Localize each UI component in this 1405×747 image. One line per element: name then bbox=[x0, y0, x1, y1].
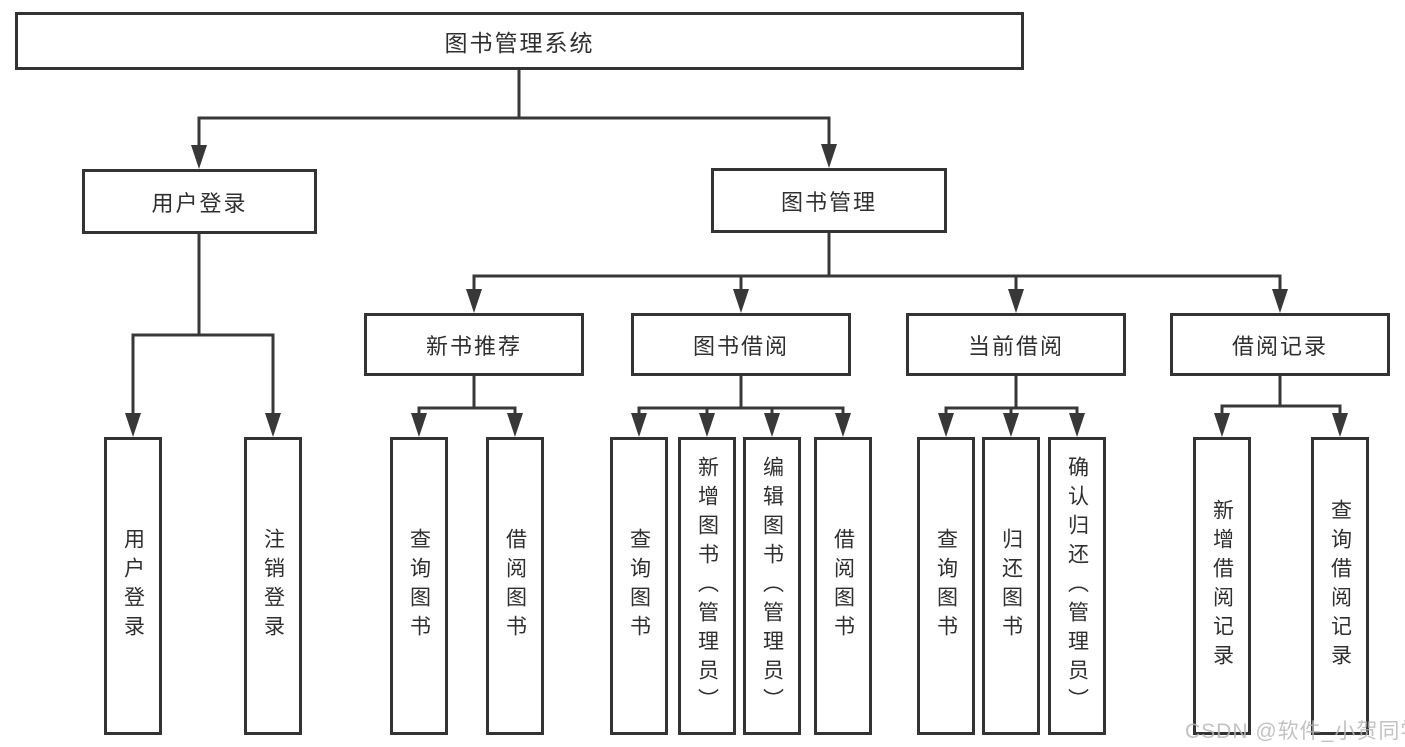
leaf-borrow-edit: 编辑图书（管理员） bbox=[743, 437, 801, 735]
leaf-newbook-query: 查询图书 bbox=[390, 437, 448, 735]
node-borrow-records-label: 借阅记录 bbox=[1231, 333, 1328, 359]
leaf-logout: 注销登录 bbox=[244, 437, 302, 735]
leaf-records-query: 查询借阅记录 bbox=[1311, 437, 1369, 735]
leaf-current-return-label: 归还图书 bbox=[999, 528, 1023, 644]
leaf-borrow-query: 查询图书 bbox=[610, 437, 668, 735]
arrow-down-icon bbox=[507, 413, 523, 437]
leaf-current-query: 查询图书 bbox=[917, 437, 975, 735]
leaf-borrow-borrow: 借阅图书 bbox=[814, 437, 872, 735]
node-new-book-label: 新书推荐 bbox=[425, 333, 522, 359]
arrow-down-icon bbox=[938, 413, 954, 437]
arrow-down-icon bbox=[1008, 289, 1024, 313]
leaf-user-login-label: 用户登录 bbox=[121, 528, 145, 644]
leaf-newbook-query-label: 查询图书 bbox=[407, 528, 431, 644]
csdn-watermark: CSDN @软件_小贺同学 bbox=[1185, 720, 1405, 743]
arrow-down-icon bbox=[821, 144, 837, 168]
node-user-login: 用户登录 bbox=[82, 169, 317, 234]
arrow-down-icon bbox=[1272, 289, 1288, 313]
node-book-borrow-label: 图书借阅 bbox=[692, 333, 789, 359]
leaf-records-query-label: 查询借阅记录 bbox=[1328, 499, 1352, 673]
leaf-borrow-add-label: 新增图书（管理员） bbox=[695, 455, 719, 717]
leaf-current-confirm: 确认归还（管理员） bbox=[1048, 437, 1106, 735]
arrow-down-icon bbox=[411, 413, 427, 437]
arrow-down-icon bbox=[265, 413, 281, 437]
connector-currentborrow-to-leaves bbox=[938, 376, 1085, 437]
arrow-down-icon bbox=[699, 413, 715, 437]
arrow-down-icon bbox=[1332, 413, 1348, 437]
leaf-borrow-add: 新增图书（管理员） bbox=[678, 437, 736, 735]
connector-bookborrow-to-leaves bbox=[631, 376, 851, 437]
arrow-down-icon bbox=[466, 289, 482, 313]
arrow-down-icon bbox=[125, 413, 141, 437]
arrow-down-icon bbox=[631, 413, 647, 437]
node-root: 图书管理系统 bbox=[15, 12, 1024, 70]
leaf-records-add-label: 新增借阅记录 bbox=[1210, 499, 1234, 673]
leaf-current-return: 归还图书 bbox=[982, 437, 1040, 735]
arrow-down-icon bbox=[191, 145, 207, 169]
leaf-user-login: 用户登录 bbox=[104, 437, 162, 735]
connector-userlogin-to-leaves bbox=[125, 234, 281, 437]
leaf-logout-label: 注销登录 bbox=[261, 528, 285, 644]
node-borrow-records: 借阅记录 bbox=[1170, 313, 1390, 376]
arrow-down-icon bbox=[764, 413, 780, 437]
node-current-borrow: 当前借阅 bbox=[906, 313, 1126, 376]
leaf-borrow-query-label: 查询图书 bbox=[627, 528, 651, 644]
leaf-records-add: 新增借阅记录 bbox=[1193, 437, 1251, 735]
connector-newbook-to-leaves bbox=[411, 376, 523, 437]
connector-root-to-level2 bbox=[191, 70, 837, 169]
leaf-newbook-borrow-label: 借阅图书 bbox=[503, 528, 527, 644]
connector-borrowrecords-to-leaves bbox=[1214, 376, 1348, 437]
leaf-newbook-borrow: 借阅图书 bbox=[486, 437, 544, 735]
node-book-borrow: 图书借阅 bbox=[631, 313, 851, 376]
arrow-down-icon bbox=[1069, 413, 1085, 437]
leaf-borrow-edit-label: 编辑图书（管理员） bbox=[760, 455, 784, 717]
leaf-current-confirm-label: 确认归还（管理员） bbox=[1065, 455, 1089, 717]
arrow-down-icon bbox=[733, 289, 749, 313]
node-user-login-label: 用户登录 bbox=[151, 190, 248, 216]
node-current-borrow-label: 当前借阅 bbox=[967, 333, 1064, 359]
arrow-down-icon bbox=[1003, 413, 1019, 437]
connector-bookmgmt-to-level3 bbox=[466, 233, 1288, 313]
leaf-current-query-label: 查询图书 bbox=[934, 528, 958, 644]
arrow-down-icon bbox=[1214, 413, 1230, 437]
arrow-down-icon bbox=[835, 413, 851, 437]
node-book-mgmt: 图书管理 bbox=[711, 168, 947, 233]
node-book-mgmt-label: 图书管理 bbox=[780, 189, 877, 215]
leaf-borrow-borrow-label: 借阅图书 bbox=[831, 528, 855, 644]
node-root-label: 图书管理系统 bbox=[444, 30, 595, 56]
node-new-book: 新书推荐 bbox=[364, 313, 584, 376]
